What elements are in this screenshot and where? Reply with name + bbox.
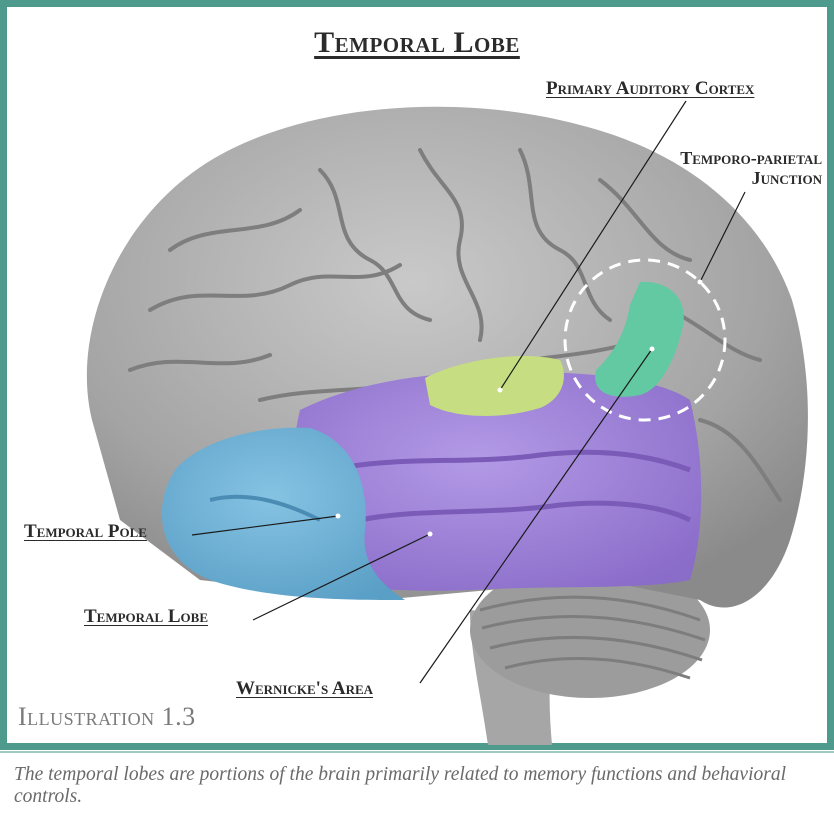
label-temporo-parietal-junction: Temporo-parietal Junction <box>680 148 822 188</box>
page-title: Temporal Lobe <box>0 26 834 60</box>
label-temporal-pole: Temporal Pole <box>24 522 147 542</box>
illustration-number: Illustration 1.3 <box>18 702 196 732</box>
brain-diagram <box>0 0 834 750</box>
label-tpj-line2: Junction <box>680 168 822 188</box>
label-temporal-lobe: Temporal Lobe <box>84 607 208 627</box>
caption-divider <box>0 751 834 753</box>
figure-caption: The temporal lobes are portions of the b… <box>14 764 826 808</box>
label-tpj-line1: Temporo-parietal <box>680 148 822 168</box>
label-wernickes-area: Wernicke's Area <box>236 679 373 699</box>
label-primary-auditory-cortex: Primary Auditory Cortex <box>546 79 754 99</box>
